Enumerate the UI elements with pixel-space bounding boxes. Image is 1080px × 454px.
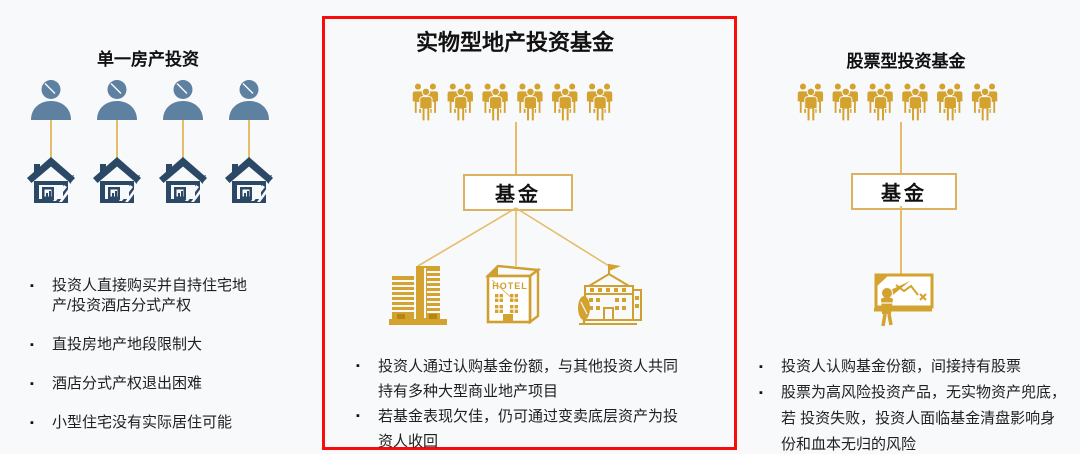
person-icon	[228, 80, 270, 120]
bullet-item: 投资人通过认购基金份额，与其他投资人共同持有多种大型商业地产项目	[354, 354, 688, 404]
house-chart-icon	[225, 157, 273, 203]
house-chart-icon	[93, 157, 141, 203]
person-icon	[96, 80, 138, 120]
bullet-item: 酒店分式产权退出困难	[28, 374, 266, 394]
stock-presentation-icon	[874, 273, 934, 327]
connector-line	[248, 120, 250, 160]
connector-line	[900, 206, 902, 274]
connector-line	[50, 120, 52, 160]
crowd-icon	[797, 82, 1002, 122]
connector-line	[900, 122, 902, 173]
bullet-item: 直投房地产地段限制大	[28, 335, 266, 355]
person-icon	[162, 80, 204, 120]
bullet-item: 投资人直接购买并自持住宅地产/投资酒店分式产权	[28, 276, 266, 316]
bullet-item: 小型住宅没有实际居住可能	[28, 413, 266, 433]
physical-fund-title: 实物型地产投资基金	[415, 30, 614, 55]
single-property-bullets: 投资人直接购买并自持住宅地产/投资酒店分式产权 直投房地产地段限制大 酒店分式产…	[28, 276, 266, 452]
single-property-title: 单一房产投资	[97, 50, 199, 69]
fund-box-label: 基金	[495, 184, 541, 206]
crowd-icon	[412, 82, 617, 122]
person-icon	[30, 80, 72, 120]
hotel-icon: HOTEL	[485, 264, 542, 325]
house-chart-icon	[159, 157, 207, 203]
office-towers-icon	[389, 266, 447, 325]
connector-line	[515, 122, 517, 174]
physical-fund-bullets: 投资人通过认购基金份额，与其他投资人共同持有多种大型商业地产项目 若基金表现欠佳…	[354, 354, 688, 454]
house-chart-icon	[27, 157, 75, 203]
bullet-item: 股票为高风险投资产品，无实物资产兜底，若 投资失败，投资人面临基金清盘影响身份和…	[757, 380, 1069, 454]
fund-box: 基金	[463, 174, 573, 211]
connector-line	[182, 120, 184, 160]
connector-line	[116, 120, 118, 160]
bullet-item: 投资人认购基金份额，间接持有股票	[757, 354, 1069, 380]
bullet-item: 若基金表现欠佳，仍可通过变卖底层资产为投资人收回	[354, 404, 688, 454]
equity-fund-bullets: 投资人认购基金份额，间接持有股票 股票为高风险投资产品，无实物资产兜底，若 投资…	[757, 354, 1069, 454]
equity-fund-title: 股票型投资基金	[846, 52, 966, 71]
fund-box-label: 基金	[881, 183, 927, 205]
fan-connector-lines	[417, 207, 610, 267]
public-building-flag-icon	[578, 264, 642, 325]
hotel-sign-text: HOTEL	[492, 281, 528, 291]
fund-box: 基金	[851, 173, 957, 210]
